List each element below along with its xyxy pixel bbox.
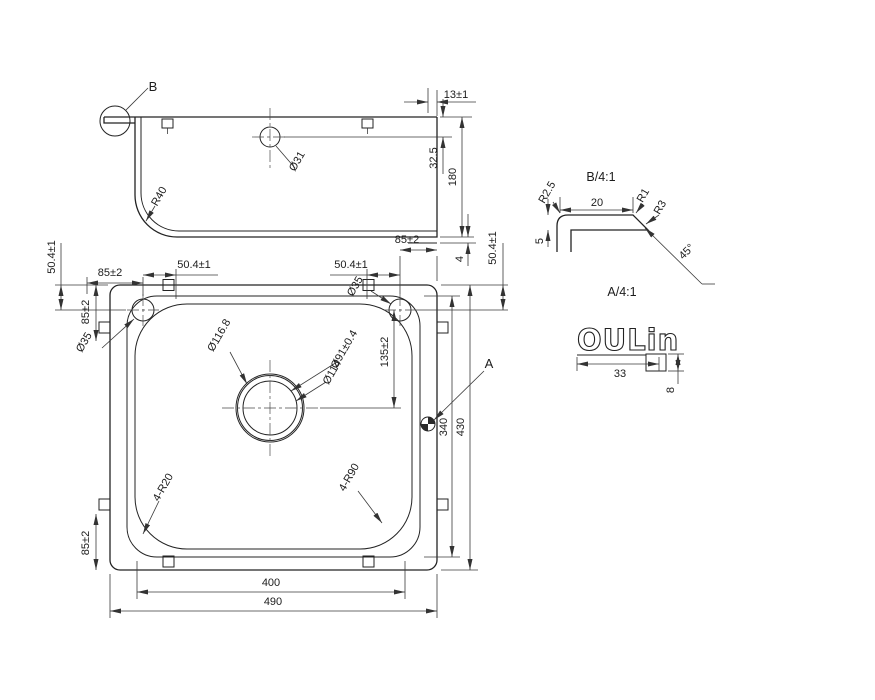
dim-label: R40 bbox=[149, 185, 169, 208]
dim-label: 45° bbox=[677, 242, 697, 262]
mounting-clip bbox=[98, 321, 111, 334]
overflow-hole-wedge bbox=[421, 424, 428, 431]
mounting-clip bbox=[362, 279, 375, 291]
dim-label: 4 bbox=[454, 256, 466, 262]
dim-label: 50.4±1 bbox=[46, 240, 58, 274]
detail-b-title: B/4:1 bbox=[586, 170, 615, 184]
mounting-clip bbox=[161, 118, 174, 129]
rim-profile-outline bbox=[556, 214, 650, 252]
dim-label: 340 bbox=[438, 418, 450, 436]
leader-line bbox=[644, 227, 703, 285]
dim-label: 180 bbox=[447, 168, 459, 186]
leader-line bbox=[275, 145, 296, 169]
mounting-clip bbox=[436, 321, 449, 334]
mounting-clip bbox=[361, 118, 374, 129]
dim-label: 85±2 bbox=[80, 531, 92, 555]
outline bbox=[134, 117, 438, 238]
dim-label: 430 bbox=[455, 418, 467, 436]
dim-label: 50.4±1 bbox=[334, 259, 368, 271]
brand-logo: OULin bbox=[577, 323, 679, 357]
leader-line bbox=[295, 381, 327, 402]
dim-label: 33 bbox=[614, 368, 626, 380]
leader-line bbox=[125, 87, 149, 111]
detail-b-view: B/4:1 R2.5 20 R1 R3 5 45° bbox=[534, 170, 715, 285]
dim-label: 85±2 bbox=[395, 234, 419, 246]
dim-label: R1 bbox=[635, 186, 652, 204]
leader-line bbox=[229, 351, 248, 385]
detail-a-title: A/4:1 bbox=[607, 285, 636, 299]
bowl-rim-outline bbox=[126, 295, 421, 558]
dim-label: 85±2 bbox=[80, 300, 92, 324]
leader-line bbox=[101, 318, 135, 349]
dim-label: 13±1 bbox=[444, 89, 468, 101]
leader-line bbox=[290, 361, 338, 392]
dim-label: R2.5 bbox=[536, 179, 558, 205]
detail-a-view: A/4:1 OULin 33 8 bbox=[576, 285, 684, 393]
dim-label: 50.4±1 bbox=[487, 231, 499, 265]
plan-view: 85±2 50.4±1 50.4±1 85±2 85±2 Ø35 Ø35 50.… bbox=[46, 231, 508, 618]
dim-label: 8 bbox=[665, 387, 677, 393]
leader-line bbox=[551, 201, 561, 214]
leader-line bbox=[142, 500, 160, 535]
detail-b-circle bbox=[99, 105, 131, 137]
dim-label: 5 bbox=[534, 238, 546, 244]
drain-circle-outer bbox=[235, 373, 305, 443]
dim-label: 32.5 bbox=[428, 147, 440, 168]
overflow-hole-wedge bbox=[428, 417, 435, 424]
dim-label: 50.4±1 bbox=[177, 259, 211, 271]
elevation-view: B 13±1 32.5 180 Ø31 R40 4 bbox=[99, 79, 476, 266]
leader-line bbox=[635, 202, 645, 214]
leader-line bbox=[645, 214, 660, 225]
dim-label: 85±2 bbox=[98, 267, 122, 279]
mounting-clip bbox=[362, 555, 375, 568]
flange-outline bbox=[109, 284, 438, 571]
leader-line bbox=[145, 205, 156, 222]
dim-label: 4-R20 bbox=[151, 472, 176, 504]
outline bbox=[140, 117, 437, 232]
dim-label: 4-R90 bbox=[337, 462, 362, 494]
dim-label: Ø114 bbox=[321, 358, 344, 387]
dim-label: 400 bbox=[262, 577, 280, 589]
dim-label: Ø116.8 bbox=[205, 317, 233, 354]
detail-a-callout-label: A bbox=[485, 356, 494, 371]
dim-label: Ø31 bbox=[287, 149, 308, 173]
mounting-clip bbox=[162, 555, 175, 568]
dim-label: 490 bbox=[264, 596, 282, 608]
leader-line bbox=[370, 290, 392, 305]
leader-line bbox=[357, 490, 383, 524]
dim-label: 135±2 bbox=[379, 337, 391, 368]
dim-label: R3 bbox=[652, 198, 669, 216]
leader-line bbox=[433, 370, 485, 421]
detail-b-callout-label: B bbox=[149, 79, 158, 94]
dim-label: 20 bbox=[591, 197, 603, 209]
mounting-clip bbox=[162, 279, 175, 291]
bowl-inner-outline bbox=[134, 303, 413, 550]
mounting-clip bbox=[98, 498, 111, 511]
mounting-clip bbox=[436, 498, 449, 511]
dim-label: Ø35 bbox=[74, 330, 95, 354]
outline bbox=[103, 117, 135, 124]
